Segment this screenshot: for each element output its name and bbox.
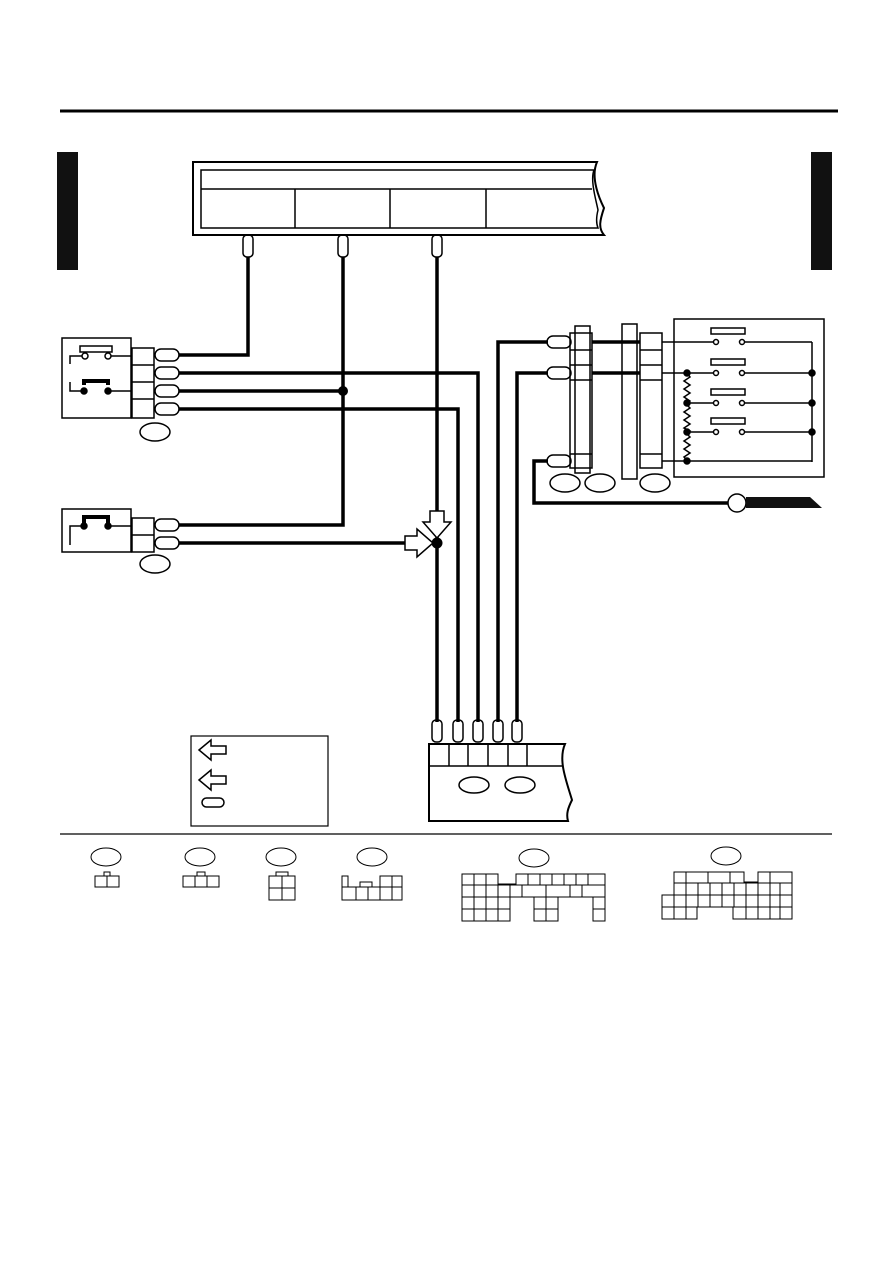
left-side-tab: [57, 152, 78, 270]
top-terminal-2: [337, 234, 349, 258]
connector-key-24-pin: [461, 848, 606, 922]
ground-terminal: [727, 493, 822, 513]
connector-key-2-pin: [90, 847, 122, 888]
bottom-control-unit: [428, 719, 574, 822]
right-side-tab: [811, 152, 832, 270]
connector-key-4-pin: [265, 847, 297, 901]
connector-key-28-pin: [661, 846, 793, 920]
wires: [179, 257, 728, 722]
right-switch-box: [662, 318, 825, 478]
left-switch-unit-1: [61, 337, 180, 442]
top-terminal-3: [431, 234, 443, 258]
connector-key-3-pin: [182, 847, 220, 888]
outlined-arrow-down: [421, 510, 453, 540]
splice-point-1: [338, 386, 348, 396]
legend-box: [190, 735, 329, 827]
outlined-arrow-icon: [197, 768, 227, 792]
left-switch-unit-2: [61, 508, 180, 574]
resistor-ladder: [682, 372, 692, 461]
outlined-arrow-right: [404, 527, 435, 559]
rounded-terminal-icon: [201, 797, 225, 808]
connector-key-6-pin: [341, 847, 403, 901]
top-control-unit: [192, 161, 607, 258]
top-terminal-1: [242, 234, 254, 258]
right-connector-stack: [546, 323, 671, 493]
splice-point-2: [431, 537, 443, 549]
outlined-arrow-icon: [197, 738, 227, 762]
